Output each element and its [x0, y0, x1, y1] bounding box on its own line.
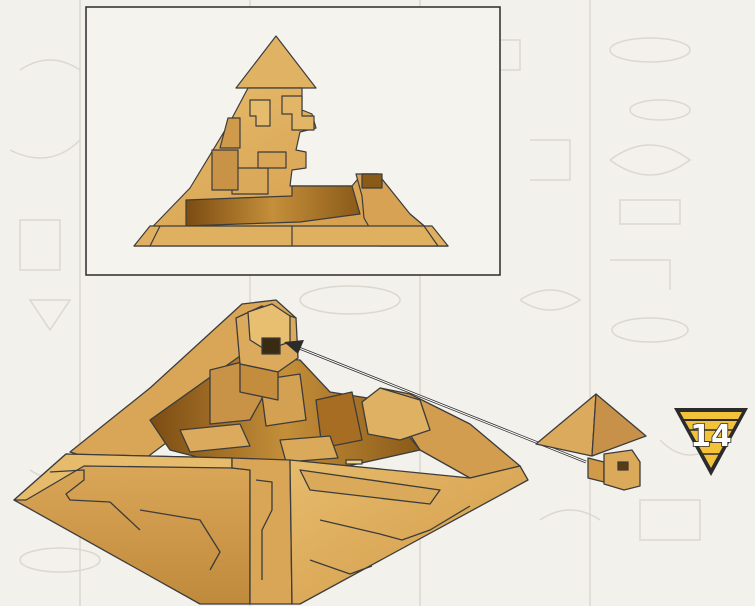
step-number: 14 — [690, 419, 732, 454]
capstone-piece-icon — [536, 394, 646, 490]
step-badge-icon: 14 — [674, 408, 748, 476]
inset-panel — [86, 7, 500, 275]
inset-block — [212, 150, 238, 190]
inset-block — [258, 152, 286, 168]
inset-right-block — [362, 174, 382, 188]
main-pyramid — [14, 300, 528, 604]
interior-small-tile — [346, 460, 362, 464]
interior-block — [280, 436, 338, 462]
inset-base-band — [134, 226, 448, 246]
